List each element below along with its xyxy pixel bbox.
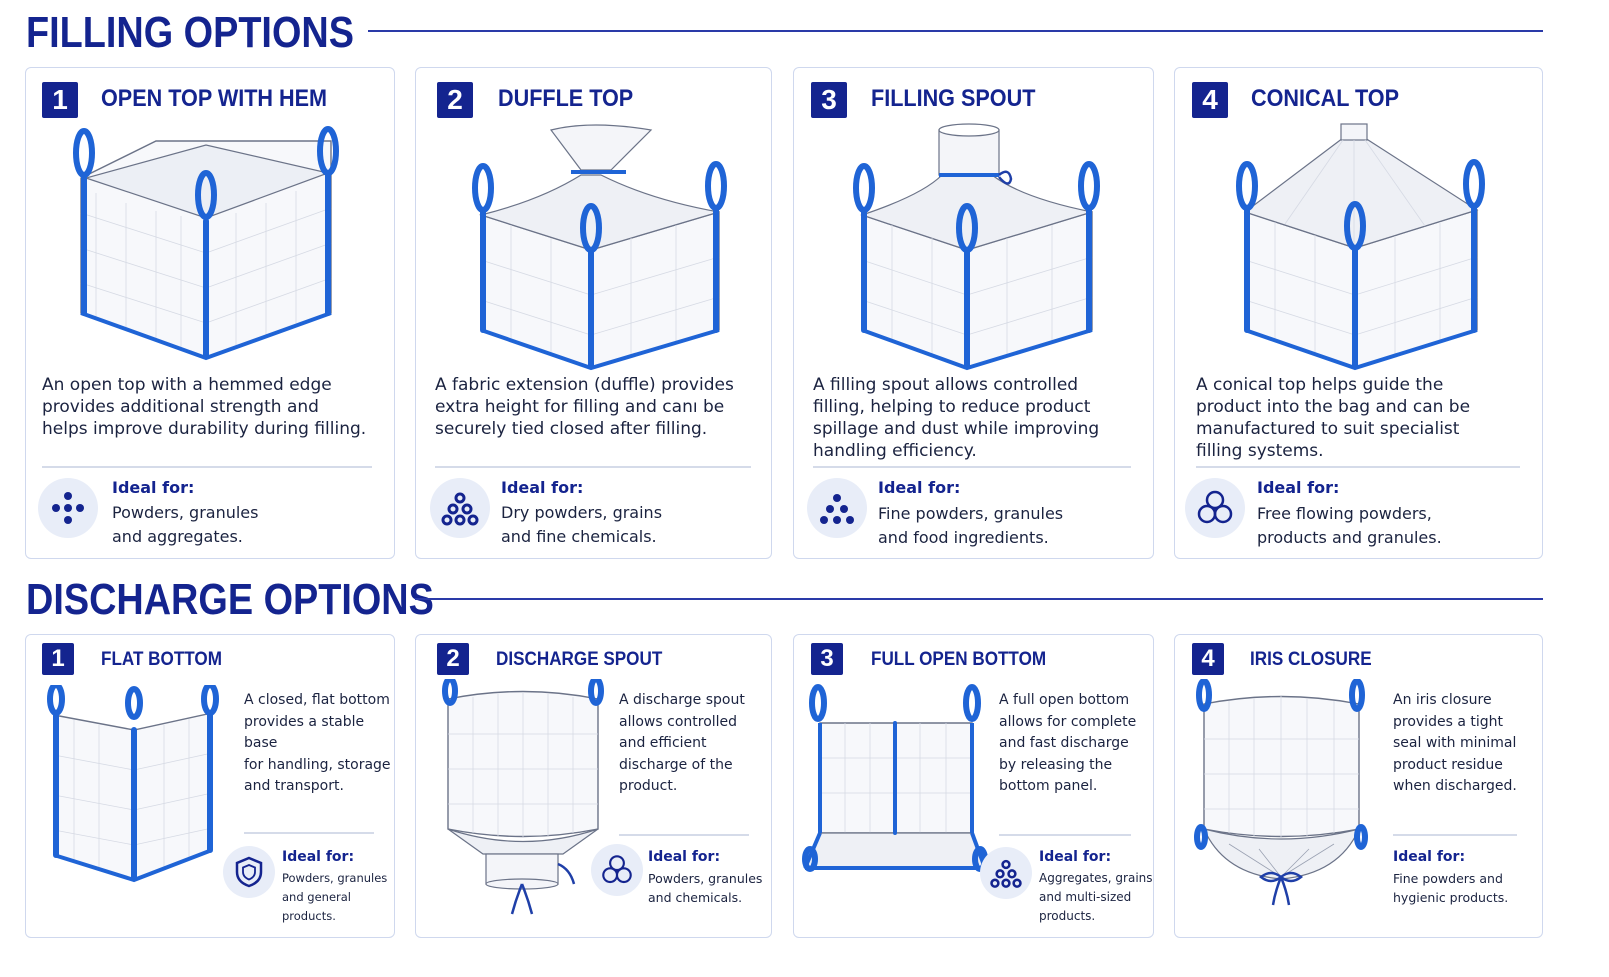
card-title: OPEN TOP WITH HEM bbox=[101, 85, 328, 112]
filling-card-open-top[interactable]: 1 OPEN TOP WITH HEM An open top with a h… bbox=[25, 67, 395, 559]
flat-bottom-bag-illustration bbox=[47, 685, 219, 883]
filling-card-filling-spout[interactable]: 3 FILLING SPOUT A filling spout allows c… bbox=[793, 67, 1154, 559]
card-number-badge: 2 bbox=[437, 643, 469, 675]
ideal-for-label: Ideal for: bbox=[501, 478, 584, 497]
discharge-spout-bag-illustration bbox=[442, 679, 604, 915]
iris-closure-bag-illustration bbox=[1194, 679, 1368, 906]
grain-pile-icon bbox=[430, 478, 490, 538]
card-number-badge: 4 bbox=[1192, 82, 1228, 118]
card-divider bbox=[1393, 834, 1517, 836]
ideal-for-label: Ideal for: bbox=[878, 478, 961, 497]
grain-pile-icon bbox=[807, 478, 867, 538]
filling-options-title: FILLING OPTIONS bbox=[26, 8, 354, 57]
shield-icon bbox=[223, 846, 275, 898]
granules-dots-icon bbox=[38, 478, 98, 538]
open-top-bag-illustration bbox=[73, 126, 339, 361]
ideal-for-label: Ideal for: bbox=[1393, 849, 1466, 865]
circles-icon bbox=[1185, 478, 1245, 538]
card-divider bbox=[42, 466, 372, 468]
card-title: DUFFLE TOP bbox=[498, 85, 634, 112]
filling-title-rule bbox=[368, 30, 1543, 32]
mixed-pile-icon bbox=[980, 847, 1032, 899]
discharge-title-rule bbox=[415, 598, 1543, 600]
filling-card-conical-top[interactable]: 4 CONICAL TOP A conical top helps guide … bbox=[1174, 67, 1543, 559]
ideal-for-label: Ideal for: bbox=[1039, 849, 1112, 865]
card-divider bbox=[244, 832, 374, 834]
card-divider bbox=[999, 834, 1131, 836]
card-number-badge: 1 bbox=[42, 643, 74, 675]
ideal-for-label: Ideal for: bbox=[1257, 478, 1340, 497]
discharge-options-title: DISCHARGE OPTIONS bbox=[26, 575, 434, 624]
card-divider bbox=[1196, 466, 1520, 468]
card-title: IRIS CLOSURE bbox=[1250, 649, 1372, 670]
card-number-badge: 4 bbox=[1192, 643, 1224, 675]
card-divider bbox=[435, 466, 751, 468]
ideal-for-label: Ideal for: bbox=[282, 849, 355, 865]
card-number-badge: 2 bbox=[437, 82, 473, 118]
card-title: FILLING SPOUT bbox=[871, 85, 1036, 112]
card-number-badge: 3 bbox=[811, 82, 847, 118]
filling-card-duffle-top[interactable]: 2 DUFFLE TOP A fabric extension (duffle)… bbox=[415, 67, 772, 559]
circles-icon bbox=[591, 844, 643, 896]
card-number-badge: 3 bbox=[811, 643, 843, 675]
card-title: FLAT BOTTOM bbox=[101, 649, 222, 670]
ideal-for-label: Ideal for: bbox=[112, 478, 195, 497]
card-title: CONICAL TOP bbox=[1251, 85, 1400, 112]
filling-spout-bag-illustration bbox=[853, 123, 1100, 371]
full-open-bottom-bag-illustration bbox=[802, 684, 988, 872]
ideal-for-label: Ideal for: bbox=[648, 849, 721, 865]
card-title: DISCHARGE SPOUT bbox=[496, 649, 663, 670]
card-number-badge: 1 bbox=[42, 82, 78, 118]
conical-top-bag-illustration bbox=[1236, 123, 1485, 371]
card-title: FULL OPEN BOTTOM bbox=[871, 649, 1047, 670]
duffle-top-bag-illustration bbox=[472, 124, 727, 371]
card-divider bbox=[619, 834, 749, 836]
card-divider bbox=[813, 466, 1131, 468]
ideal-for-text: Free flowing powders,products and granul… bbox=[1257, 504, 1442, 547]
